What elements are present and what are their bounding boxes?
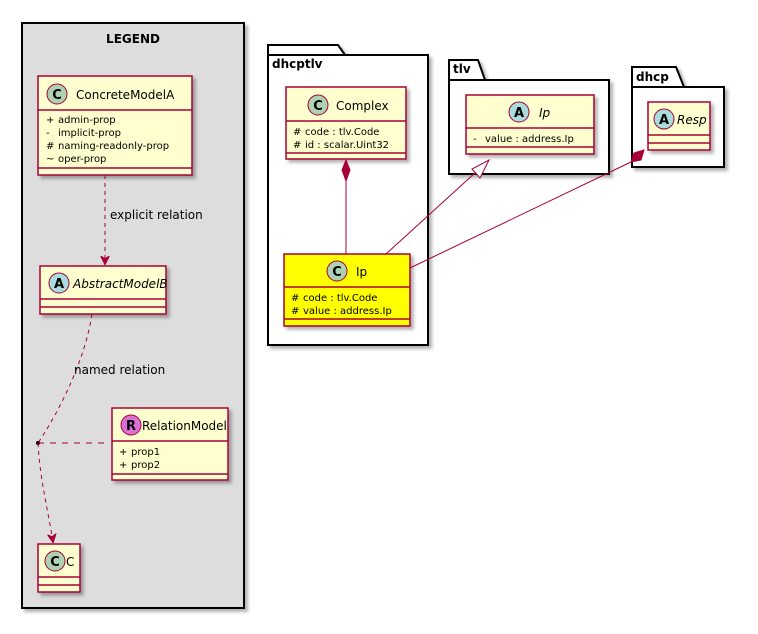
member-text: code : tlv.Code <box>303 293 377 304</box>
class-stereotype-icon: C <box>313 99 323 114</box>
member-visibility: # <box>291 293 299 304</box>
abstract-stereotype-icon: A <box>54 277 64 292</box>
relation-stereotype-icon: R <box>126 419 136 434</box>
class-name: C <box>66 555 74 569</box>
edge-label-named: named relation <box>74 363 165 377</box>
class-name: Resp <box>677 113 707 127</box>
class-name: AbstractModelB <box>72 277 168 291</box>
class-c[interactable]: C C <box>37 543 81 593</box>
class-tlv-ip[interactable]: A Ip - value : address.Ip <box>465 94 595 155</box>
composition-diamond <box>341 158 351 183</box>
abstract-stereotype-icon: A <box>514 106 524 121</box>
member-visibility: - <box>473 134 477 145</box>
member-visibility: # <box>293 127 301 138</box>
composition-diamond <box>630 149 645 163</box>
class-stereotype-icon: C <box>332 265 342 280</box>
member-text: oper-prop <box>58 154 106 165</box>
class-relation-model[interactable]: R RelationModel + prop1 + prop2 <box>111 407 229 481</box>
legend-title: LEGEND <box>106 32 160 46</box>
inheritance-arrowhead <box>471 158 491 179</box>
class-concrete-model-a[interactable]: C ConcreteModelA + admin-prop - implicit… <box>37 75 193 176</box>
package-name: dhcp <box>636 70 669 84</box>
class-dhcptlv-ip[interactable]: C Ip # code : tlv.Code # value : address… <box>283 253 411 327</box>
member-visibility: # <box>291 306 299 317</box>
edge-composition-resp-ip <box>409 149 645 269</box>
member-visibility: + <box>46 115 54 126</box>
edge-inheritance-ip <box>385 158 491 255</box>
class-name: Complex <box>336 99 389 113</box>
class-name: Ip <box>539 106 551 120</box>
member-visibility: - <box>46 128 50 139</box>
class-resp[interactable]: A Resp <box>647 101 711 151</box>
member-text: naming-readonly-prop <box>58 141 169 152</box>
class-name: Ip <box>356 265 367 279</box>
member-text: value : address.Ip <box>485 134 574 145</box>
member-visibility: ~ <box>46 154 54 165</box>
member-visibility: + <box>119 447 127 458</box>
edge-label-explicit: explicit relation <box>110 208 203 222</box>
class-abstract-model-b[interactable]: A AbstractModelB <box>39 265 168 315</box>
class-name: ConcreteModelA <box>76 88 175 102</box>
package-name: dhcptlv <box>272 57 323 71</box>
member-text: value : address.Ip <box>303 306 392 317</box>
package-name: tlv <box>453 62 471 76</box>
class-stereotype-icon: C <box>52 88 62 103</box>
member-text: prop1 <box>131 447 160 458</box>
member-text: id : scalar.Uint32 <box>305 140 389 151</box>
member-visibility: # <box>293 140 301 151</box>
class-stereotype-icon: C <box>50 555 60 570</box>
member-text: implicit-prop <box>58 128 121 139</box>
class-name: RelationModel <box>142 419 227 433</box>
edge-named-relation: named relation <box>36 313 165 542</box>
member-text: code : tlv.Code <box>305 127 379 138</box>
class-complex[interactable]: C Complex # code : tlv.Code # id : scala… <box>285 86 407 160</box>
member-visibility: # <box>46 141 54 152</box>
edge-explicit-relation: explicit relation <box>105 175 203 264</box>
member-text: admin-prop <box>58 115 116 126</box>
member-text: prop2 <box>131 460 160 471</box>
abstract-stereotype-icon: A <box>659 113 669 128</box>
edge-composition-complex-ip <box>341 158 351 254</box>
member-visibility: + <box>119 460 127 471</box>
